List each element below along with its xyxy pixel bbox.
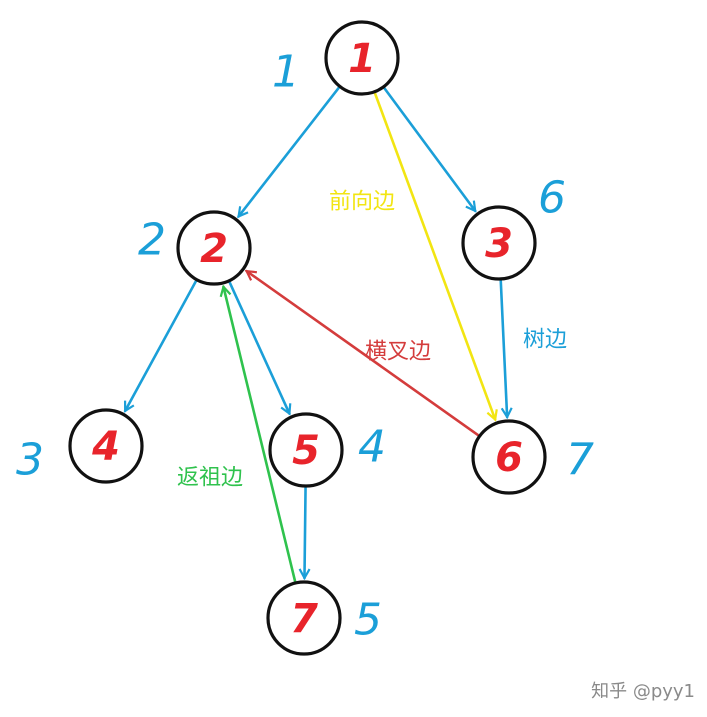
tree-edge-n1-n2	[239, 86, 340, 216]
node-circle	[176, 210, 252, 286]
node-circle	[266, 580, 342, 656]
tree-edge-label: 树边	[523, 328, 567, 353]
node-circle	[68, 408, 144, 484]
graph-node-1: 11	[272, 20, 400, 98]
node-label: 5	[292, 428, 320, 474]
node-label: 1	[348, 36, 376, 82]
cross-edge-n6-n2	[247, 271, 480, 437]
node-circle	[471, 419, 547, 495]
back-edge-label: 返祖边	[177, 466, 243, 491]
dfs-order-label: 4	[358, 422, 386, 473]
dfs-order-label: 3	[16, 435, 44, 486]
dfs-order-label: 2	[138, 215, 166, 266]
graph-node-4: 43	[16, 408, 144, 486]
dfs-order-label: 1	[272, 47, 300, 98]
edge-layer	[123, 86, 507, 583]
tree-edge-n2-n5	[228, 281, 290, 414]
node-circle	[324, 20, 400, 96]
node-circle	[268, 412, 344, 488]
node-label: 3	[485, 221, 513, 267]
node-label: 7	[290, 596, 318, 642]
tree-edge-n5-n7	[304, 486, 305, 578]
watermark: 知乎 @pyy1	[591, 681, 695, 702]
node-label: 4	[91, 424, 120, 470]
tree-edge-n1-n3	[383, 87, 476, 211]
dfs-order-label: 7	[566, 435, 594, 486]
back-edge-n7-n2	[223, 287, 297, 583]
forward-edge-label: 前向边	[329, 190, 395, 215]
edge-label-layer: 前向边 树边 横叉边 返祖边	[177, 190, 567, 491]
node-circle	[461, 205, 537, 281]
tree-edge-n2-n4	[123, 280, 198, 411]
graph-node-2: 22	[138, 210, 252, 286]
forward-edge-n1-n6	[373, 92, 495, 420]
node-label: 6	[495, 435, 523, 481]
tree-edge-n3-n6	[499, 279, 507, 417]
dfs-order-label: 6	[538, 173, 566, 224]
graph-node-3: 36	[461, 173, 566, 281]
cross-edge-label: 横叉边	[365, 340, 431, 365]
node-label: 2	[200, 226, 228, 272]
dfs-order-label: 5	[354, 595, 382, 646]
